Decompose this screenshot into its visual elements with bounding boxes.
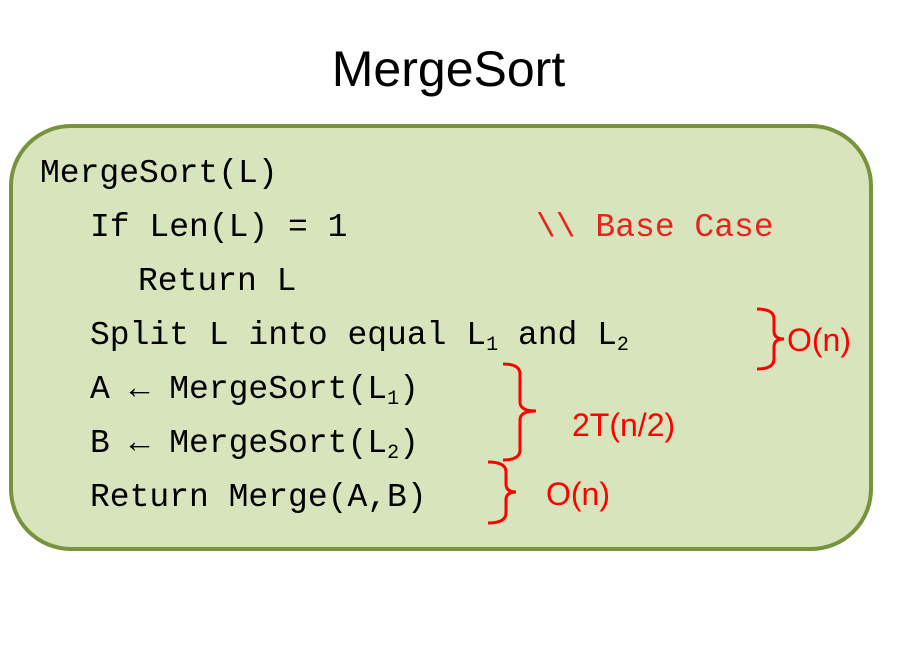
code-text: B ← MergeSort(L	[90, 425, 388, 462]
code-line-return-l: Return L	[138, 265, 296, 298]
code-text: A ← MergeSort(L	[90, 371, 388, 408]
code-text: )	[399, 425, 419, 462]
code-text: )	[399, 371, 419, 408]
code-line-b-mergesort: B ← MergeSort(L2)	[90, 427, 419, 464]
code-subscript: 2	[616, 334, 629, 357]
brace-recursive	[502, 362, 537, 462]
code-subscript: 1	[486, 334, 499, 357]
code-line-a-mergesort: A ← MergeSort(L1)	[90, 373, 419, 410]
brace-split	[756, 307, 785, 371]
code-line-return-merge: Return Merge(A,B)	[90, 481, 427, 514]
code-text: and L	[498, 317, 617, 354]
code-text: Return Merge(A,B)	[90, 479, 427, 516]
code-text: Return L	[138, 263, 297, 300]
annotation-split-cost: O(n)	[787, 322, 851, 358]
code-text: If Len(L) = 1	[90, 209, 348, 246]
annotation-merge-cost: O(n)	[546, 476, 610, 512]
page-title: MergeSort	[331, 41, 566, 97]
brace-merge	[487, 460, 517, 525]
pseudocode-box	[9, 124, 873, 551]
annotation-recursive-cost: 2T(n/2)	[572, 407, 676, 443]
code-text: Split L into equal L	[90, 317, 487, 354]
code-line-split: Split L into equal L1 and L2	[90, 319, 629, 356]
code-line-mergesort-signature: MergeSort(L)	[40, 157, 278, 190]
code-subscript: 1	[387, 388, 400, 411]
code-text: MergeSort(L)	[40, 155, 278, 192]
code-line-if: If Len(L) = 1	[90, 211, 347, 244]
code-subscript: 2	[387, 442, 400, 465]
code-comment-base-case: \\ Base Case	[536, 209, 774, 246]
